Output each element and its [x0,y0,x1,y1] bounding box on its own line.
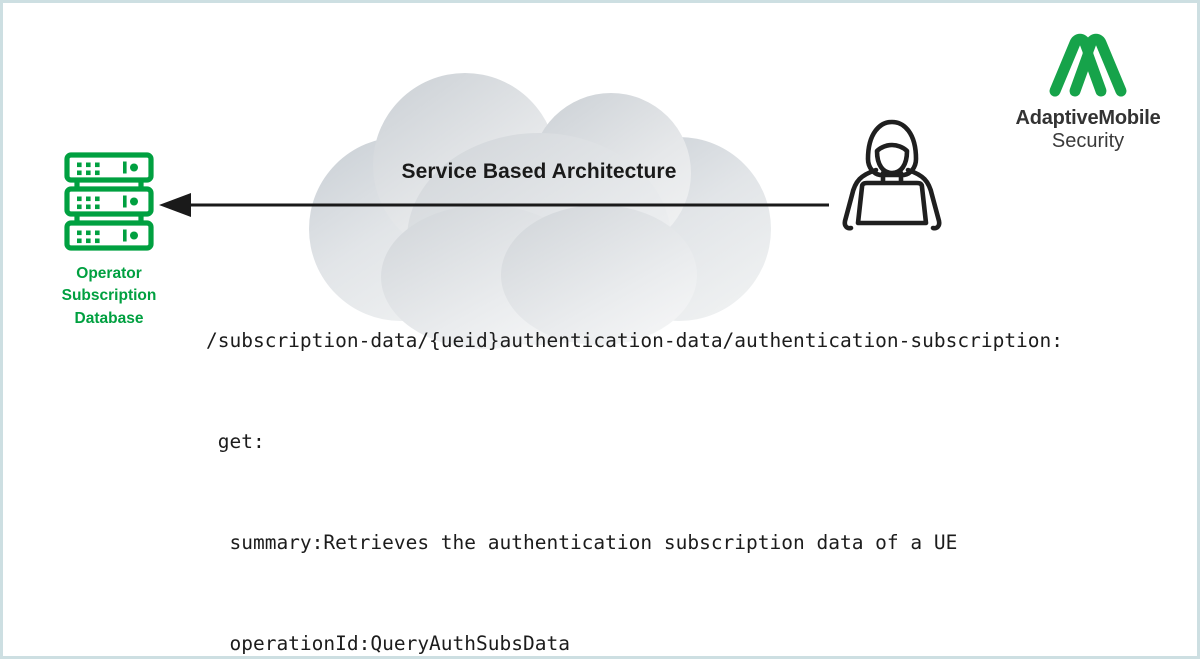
hacker-with-laptop-icon [842,119,942,231]
cloud-title: Service Based Architecture [401,160,677,183]
adaptivemobile-logo-icon [1049,33,1127,97]
code-line-operation-id: operationId:QueryAuthSubsData [206,631,570,655]
database-label-line3: Database [74,309,144,327]
brand-logo: AdaptiveMobile Security [998,29,1178,153]
database-label-line1: Operator [76,265,142,282]
attack-flow-arrow [159,193,829,217]
database-label: Operator Subscription Database [43,263,175,330]
code-line-summary: summary:Retrieves the authentication sub… [206,530,958,554]
service-based-architecture-cloud [299,61,779,351]
code-line-get: get: [206,429,265,453]
server-rack-icon [64,152,154,251]
api-spec-code-block: /subscription-data/{ueid}authentication-… [206,257,1166,656]
database-label-line2: Subscription [61,287,157,305]
operator-subscription-database-node: Operator Subscription Database [43,151,175,330]
code-line-path: /subscription-data/{ueid}authentication-… [206,329,1064,353]
brand-name: AdaptiveMobile [1015,107,1161,129]
brand-subtitle: Security [1051,130,1125,153]
